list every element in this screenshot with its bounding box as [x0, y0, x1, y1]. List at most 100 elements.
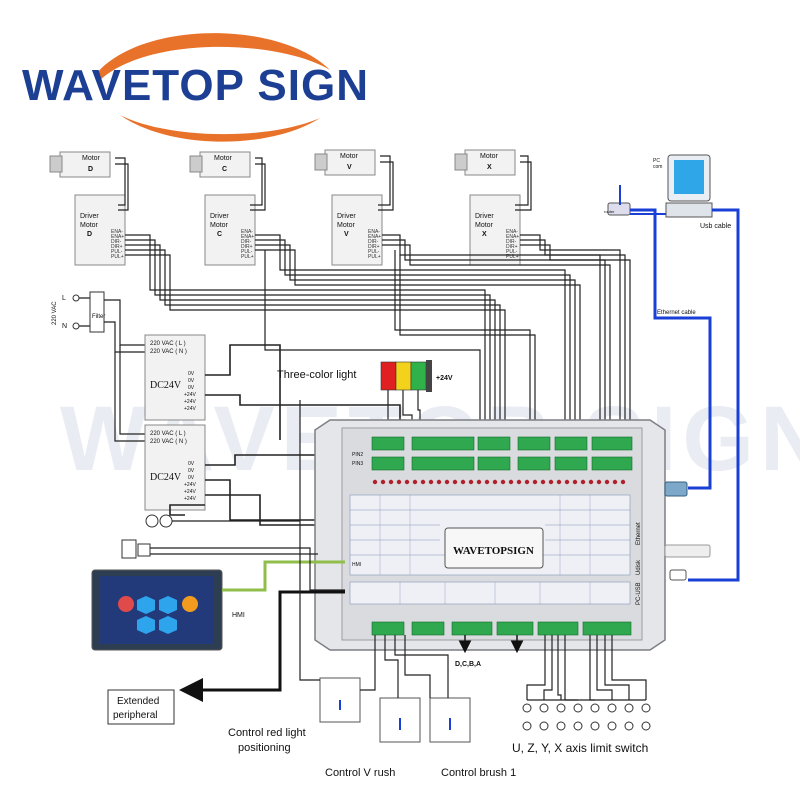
svg-text:+24V: +24V: [184, 482, 196, 488]
svg-text:0V: 0V: [188, 378, 195, 384]
svg-text:0V: 0V: [188, 385, 195, 391]
controller-board: PIN2 PIN3 WAVETOPSIGN HMI Ethernet Udisk…: [314, 419, 666, 668]
svg-text:ENA-: ENA-: [111, 229, 123, 235]
motor-driver-wires: [115, 155, 532, 211]
motor-axis-d: D: [88, 166, 93, 173]
peripheral-label-1: Extended: [117, 696, 159, 707]
svg-text:DIR+: DIR+: [368, 244, 380, 250]
svg-text:0V: 0V: [188, 371, 195, 377]
motor-axis-c: C: [222, 166, 227, 173]
svg-text:DIR+: DIR+: [506, 244, 518, 250]
hmi-panel: HMI: [91, 560, 345, 651]
ethernet-cable-from-router: [630, 208, 712, 490]
svg-text:PUL-: PUL-: [241, 249, 253, 255]
svg-text:DIR+: DIR+: [111, 244, 123, 250]
relays: Control red light positioning Control V …: [228, 400, 516, 779]
svg-text:0V: 0V: [188, 475, 195, 481]
logo-swoosh: [95, 33, 330, 80]
svg-text:PUL+: PUL+: [368, 254, 381, 260]
ac-input: L N 220 VAC Filter: [52, 291, 148, 442]
pc-label: PC: [653, 158, 660, 164]
svg-text:DIR+: DIR+: [241, 244, 253, 250]
driver-label: Motor: [210, 222, 229, 229]
driver-axis-d: D: [87, 231, 92, 238]
psu-wires: [169, 344, 401, 526]
driver-terminals-c: ENA- ENA+ DIR- DIR+ PUL- PUL+: [241, 229, 254, 260]
three-color-light-label: Three-color light: [277, 369, 356, 381]
driver-label: Motor: [337, 222, 356, 229]
svg-text:+24V: +24V: [184, 489, 196, 495]
caption-v-rush: Control V rush: [325, 767, 395, 779]
led-row: [372, 479, 626, 485]
top-connectors: [371, 436, 633, 471]
psu-name: DC24V: [150, 472, 182, 483]
udisk-port-label: Udisk: [636, 559, 642, 575]
svg-text:0V: 0V: [188, 468, 195, 474]
svg-text:+24V: +24V: [184, 399, 196, 405]
pc-label-2: com: [653, 164, 662, 170]
motor-x-group: Motor X Driver Motor X: [454, 149, 521, 266]
svg-text:220 VAC ( L ): 220 VAC ( L ): [150, 431, 186, 437]
brand-logo: WAVETOP SIGN: [22, 33, 368, 142]
svg-text:PUL+: PUL+: [111, 254, 124, 260]
driver-terminals-v: ENA- ENA+ DIR- DIR+ PUL- PUL+: [368, 229, 381, 260]
svg-text:PUL+: PUL+: [506, 254, 519, 260]
sensor-devices: [121, 514, 345, 591]
pc-group: PC com Usb cable router Ethernet cable: [604, 154, 740, 582]
motor-axis-x: X: [487, 164, 492, 171]
usb-cable: [688, 208, 740, 582]
psu-name: DC24V: [150, 380, 182, 391]
motor-label: Motor: [340, 153, 359, 160]
svg-text:220 VAC ( N ): 220 VAC ( N ): [150, 349, 187, 355]
caption-brush: Control brush 1: [441, 767, 516, 779]
svg-text:PUL-: PUL-: [506, 249, 518, 255]
svg-text:+24V: +24V: [184, 392, 196, 398]
driver-axis-x: X: [482, 231, 487, 238]
filter-label: Filter: [92, 314, 105, 320]
svg-text:PUL+: PUL+: [241, 254, 254, 260]
controller-chip: [444, 527, 544, 569]
psu-2: 220 VAC ( L ) 220 VAC ( N ) DC24V 0V 0V …: [144, 424, 206, 511]
ac-label: 220 VAC: [52, 301, 58, 325]
svg-text:DIR-: DIR-: [111, 239, 122, 245]
motor-axis-v: V: [347, 164, 352, 171]
motor-d-group: Motor D Driver Motor D: [49, 151, 126, 266]
hmi-port-label: HMI: [352, 562, 361, 568]
driver-terminals-x: ENA- ENA+ DIR- DIR+ PUL- PUL+: [506, 229, 519, 260]
svg-text:220 VAC ( N ): 220 VAC ( N ): [150, 439, 187, 445]
svg-text:ENA-: ENA-: [368, 229, 380, 235]
svg-text:ENA-: ENA-: [241, 229, 253, 235]
motor-v-group: Motor V Driver Motor V: [314, 149, 383, 266]
limit-switches: U, Z, Y, X axis limit switch: [512, 635, 651, 755]
pc-usb-port-label: PC-USB: [636, 582, 642, 605]
driver-label: Driver: [210, 213, 229, 220]
light-segment: [395, 361, 412, 391]
psu-1: 220 VAC ( L ) 220 VAC ( N ) DC24V 0V 0V …: [144, 334, 206, 421]
svg-text:+24V: +24V: [184, 496, 196, 502]
svg-text:0V: 0V: [188, 461, 195, 467]
svg-text:ENA+: ENA+: [241, 234, 254, 240]
bottom-connectors: [371, 621, 632, 636]
hmi-label: HMI: [232, 612, 245, 619]
peripheral-label-2: peripheral: [113, 710, 157, 721]
svg-text:ENA+: ENA+: [368, 234, 381, 240]
light-segment: [380, 361, 397, 391]
controller-name: WAVETOPSIGN: [453, 545, 534, 557]
ethernet-port-label: Ethernet: [636, 522, 642, 545]
svg-text:DIR-: DIR-: [368, 239, 379, 245]
svg-text:ENA+: ENA+: [111, 234, 124, 240]
axis-caption: D,C,B,A: [455, 661, 481, 668]
driver-label: Driver: [80, 213, 99, 220]
motor-label: Motor: [82, 155, 101, 162]
driver-terminals-d: ENA- ENA+ DIR- DIR+ PUL- PUL+: [111, 229, 124, 260]
pin2-label: PIN2: [352, 452, 363, 458]
router-label: router: [604, 209, 615, 214]
side-connectors: [664, 481, 711, 581]
light-voltage: +24V: [436, 375, 453, 382]
driver-axis-v: V: [344, 231, 349, 238]
svg-text:ENA+: ENA+: [506, 234, 519, 240]
driver-label: Driver: [475, 213, 494, 220]
driver-label: Motor: [475, 222, 494, 229]
caption-red-light-2: positioning: [238, 742, 291, 754]
